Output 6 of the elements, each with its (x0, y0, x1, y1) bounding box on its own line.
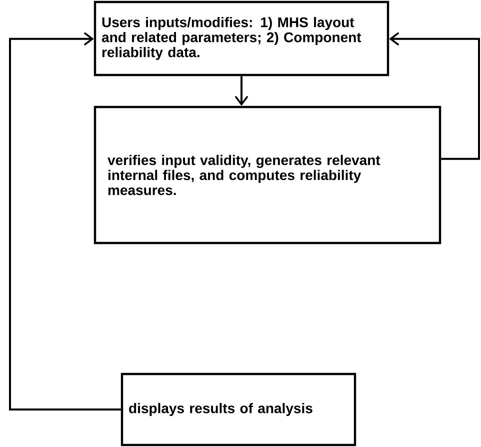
arrow (9, 32, 121, 410)
arrow (234, 76, 248, 106)
process-box: displays results of analysis (120, 372, 356, 446)
arrow (389, 32, 480, 160)
process-box: Users inputs/modifies: 1) MHS layout and related parameters; 2) Component reliability data. (94, 0, 390, 76)
process-box: verifies input validity, generates relevant internal files, and computes reliability measures. (94, 106, 442, 244)
